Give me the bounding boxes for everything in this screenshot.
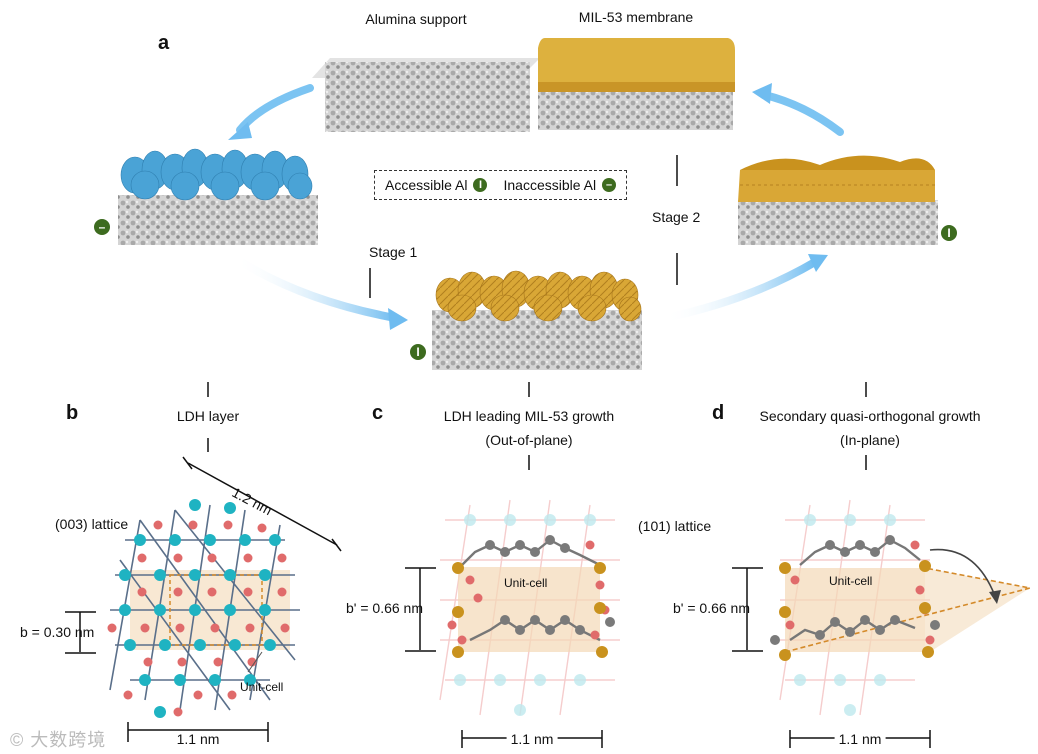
arrow-to-ldh (240, 88, 310, 130)
mil53-membrane-label: MIL-53 membrane (579, 9, 693, 25)
mil53-lattice-d (770, 500, 1030, 716)
alumina-support-block (312, 58, 540, 132)
arrow-to-stage1 (235, 258, 395, 318)
stage1-label: Stage 1 (369, 244, 417, 260)
stage2-label: Stage 2 (652, 209, 700, 225)
d-title-line1: Secondary quasi-orthogonal growth (759, 408, 980, 424)
legend-inaccessible-label: Inaccessible Al (503, 177, 596, 193)
b-unitcell-label: Unit-cell (240, 680, 283, 694)
stage1-gold-block (432, 271, 642, 370)
accessible-al-badge-stage1: I (410, 344, 426, 360)
inaccessible-al-icon: – (602, 178, 616, 192)
b-height-dim: b = 0.30 nm (20, 624, 94, 640)
panel-label-c: c (372, 402, 383, 425)
al-legend: Accessible Al I Inaccessible Al – (374, 170, 627, 200)
c-height-dim: b' = 0.66 nm (346, 600, 423, 616)
stage2-gold-block (738, 156, 938, 245)
d-lattice-label: (101) lattice (638, 518, 711, 534)
arrow-to-membrane (765, 95, 840, 132)
panel-label-a: a (158, 32, 169, 55)
b-lattice-label: (003) lattice (55, 516, 128, 532)
d-unitcell-label: Unit-cell (829, 574, 872, 588)
d-title-line2: (In-plane) (840, 432, 900, 448)
accessible-al-badge-stage2: I (941, 225, 957, 241)
c-width-dim: 1.1 nm (507, 731, 558, 747)
b-width-dim: 1.1 nm (173, 731, 224, 747)
d-height-dim: b' = 0.66 nm (673, 600, 750, 616)
accessible-al-icon: I (473, 178, 487, 192)
b-title: LDH layer (177, 408, 239, 424)
d-width-dim: 1.1 nm (835, 731, 886, 747)
mil53-lattice-c (440, 500, 620, 716)
watermark-logo-icon: © (10, 730, 24, 750)
legend-accessible-label: Accessible Al (385, 177, 467, 193)
watermark: © 大数跨境 (10, 726, 106, 752)
panel-label-b: b (66, 402, 78, 425)
c-title-line2: (Out-of-plane) (485, 432, 572, 448)
c-unitcell-label: Unit-cell (504, 576, 547, 590)
inaccessible-al-badge: – (94, 219, 110, 235)
c-title-line1: LDH leading MIL-53 growth (444, 408, 614, 424)
arrow-to-stage2 (665, 262, 815, 318)
ldh-blue-block (118, 149, 318, 245)
mil53-membrane-block (538, 38, 735, 130)
alumina-support-label: Alumina support (365, 11, 466, 27)
panel-label-d: d (712, 402, 724, 425)
